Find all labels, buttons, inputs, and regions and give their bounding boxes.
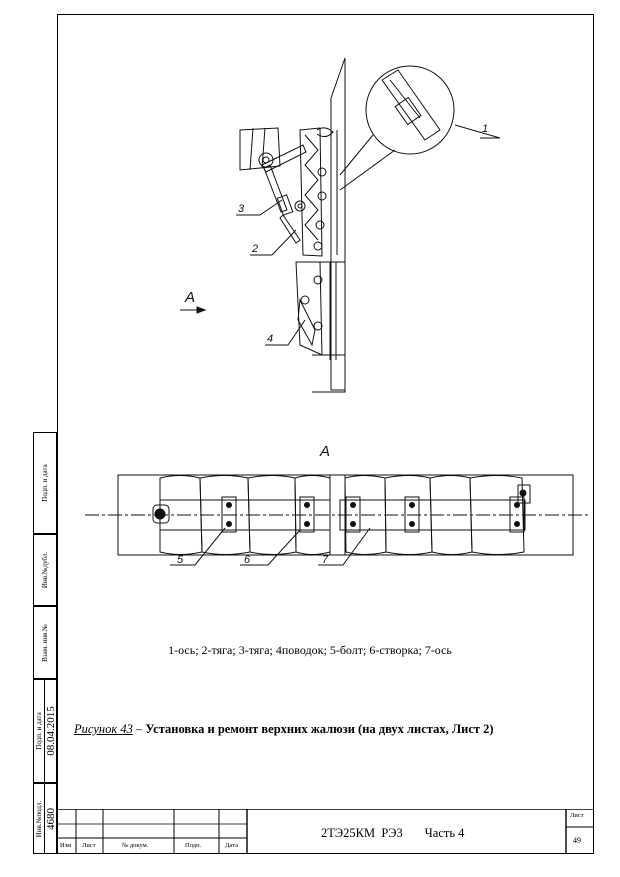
sheet-label: Лист	[570, 812, 584, 819]
stamp-cell-replace-inv: Взам. инв.№	[33, 606, 57, 679]
stamp-inv-number: 4680	[44, 807, 57, 830]
callout-4: 4	[267, 333, 273, 345]
upper-louver-shutters	[299, 127, 327, 257]
stamp-cell-original-inv: Инв.№подл. 4680	[33, 783, 57, 854]
document-code: 2ТЭ25КМ РЭ3 Часть 4	[321, 826, 465, 840]
stamp-date: 08.04.2015	[44, 706, 57, 756]
drawing-frame	[57, 14, 594, 854]
view-a-louver	[85, 474, 590, 556]
stamp-label: Инв.№подл.	[35, 800, 43, 837]
header-change: Изм	[60, 842, 72, 849]
callout-3: 3	[238, 203, 245, 215]
arrow-label: A	[184, 289, 195, 306]
stamp-label: Инв.№дубл.	[41, 551, 49, 589]
parts-legend: 1-ось; 2-тяга; 3-тяга; 4поводок; 5-болт;…	[168, 643, 452, 657]
stamp-label: Подп. и дата	[41, 464, 49, 502]
figure-ref: Рисунок 43	[74, 722, 133, 736]
callout-5: 5	[177, 554, 184, 566]
stamp-label: Подп. и дата	[35, 712, 43, 750]
figure-title: Установка и ремонт верхних жалюзи (на дв…	[145, 722, 494, 736]
header-date: Дата	[225, 842, 238, 849]
callout-2: 2	[251, 243, 258, 255]
callout-7: 7	[322, 554, 329, 566]
title-block	[57, 809, 594, 854]
view-label: A	[319, 443, 330, 460]
callout-6: 6	[244, 554, 251, 566]
header-sheet: Лист	[82, 842, 96, 849]
stamp-cell-dup-inv: Инв.№дубл.	[33, 534, 57, 606]
sheet-number: 49	[573, 836, 581, 845]
header-doc-number: № докум.	[122, 842, 149, 849]
callout-1: 1	[482, 123, 488, 135]
stamp-cell-sign-date-top: Подп. и дата	[33, 432, 57, 534]
header-signature: Подп.	[185, 842, 202, 849]
caption-dash: –	[132, 722, 146, 736]
figure-caption: Рисунок 43 – Установка и ремонт верхних …	[74, 722, 494, 737]
stamp-cell-sign-date-bottom: Подп. и дата 08.04.2015	[33, 679, 57, 783]
louver-assembly-drawing: A A 1 2 3 4 5 6 7	[85, 57, 590, 566]
